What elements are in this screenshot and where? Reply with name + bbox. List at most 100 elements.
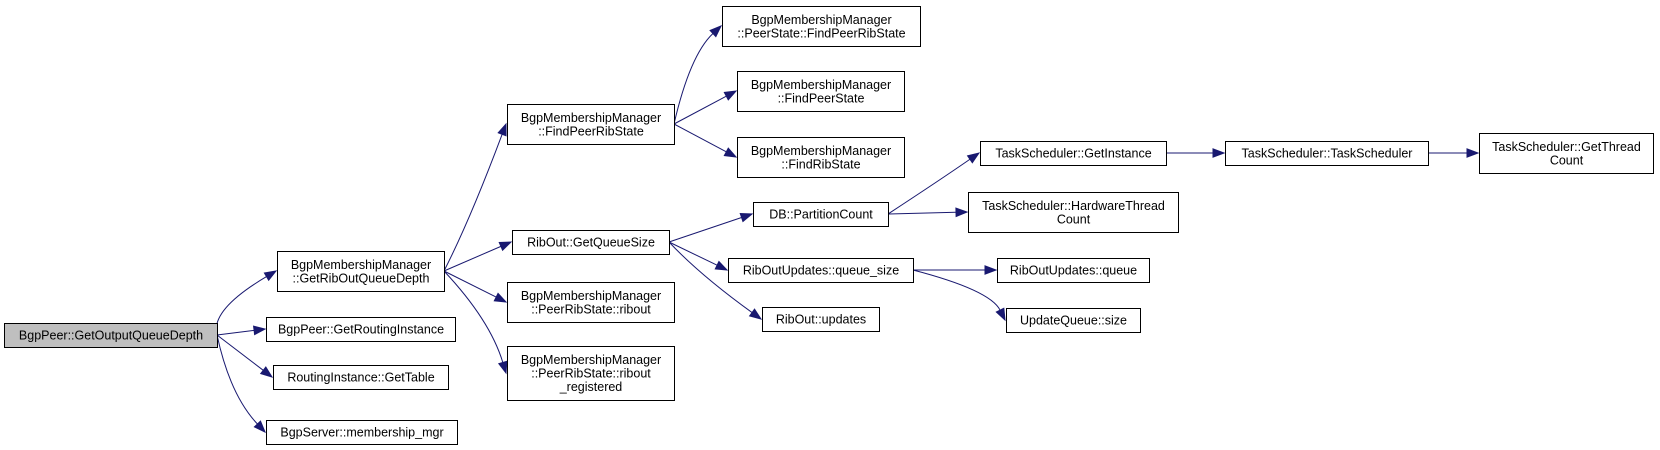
node-peer-state-find-peer-rib-state[interactable]: BgpMembershipManager::PeerState::FindPee… xyxy=(722,6,921,47)
edge-line xyxy=(443,270,497,298)
edge-find-peer-rib-state-to-find-rib-state xyxy=(673,123,738,158)
arrowhead-icon xyxy=(1212,148,1226,158)
node-get-rib-out-queue-depth[interactable]: BgpMembershipManager::GetRibOutQueueDept… xyxy=(277,251,445,292)
arrowhead-icon xyxy=(995,307,1006,322)
arrowhead-icon xyxy=(498,241,513,252)
node-label: BgpPeer::GetOutputQueueDepth xyxy=(19,329,203,343)
node-membership-mgr[interactable]: BgpServer::membership_mgr xyxy=(266,420,458,445)
edge-line xyxy=(673,33,714,125)
node-label: ::PeerRibState::ribout xyxy=(531,367,651,381)
edge-get-rib-out-queue-depth-to-get-queue-size xyxy=(443,241,513,272)
arrowhead-icon xyxy=(966,152,981,164)
edge-line xyxy=(673,123,727,153)
node-label: TaskScheduler::HardwareThread xyxy=(982,199,1165,213)
node-box xyxy=(737,71,905,112)
function-nodes: BgpPeer::GetOutputQueueDepthBgpMembershi… xyxy=(4,6,1654,445)
node-box xyxy=(762,307,880,332)
edge-line xyxy=(215,276,267,336)
edge-line xyxy=(443,245,502,272)
node-label: ::FindPeerRibState xyxy=(538,124,644,138)
node-label: RibOutUpdates::queue_size xyxy=(743,264,899,278)
node-label: BgpMembershipManager xyxy=(521,353,661,367)
edge-get-instance-to-task-scheduler-ctor xyxy=(1166,148,1226,158)
node-label: Count xyxy=(1057,212,1091,226)
node-label: UpdateQueue::size xyxy=(1020,314,1127,328)
call-edges xyxy=(215,25,1480,434)
arrowhead-icon xyxy=(984,265,998,275)
node-get-routing-instance[interactable]: BgpPeer::GetRoutingInstance xyxy=(266,317,456,342)
arrowhead-icon xyxy=(259,366,274,378)
arrowhead-icon xyxy=(723,90,738,101)
node-box xyxy=(980,141,1167,166)
node-get-table[interactable]: RoutingInstance::GetTable xyxy=(273,365,449,390)
node-label: BgpMembershipManager xyxy=(751,78,891,92)
node-label: RibOut::updates xyxy=(776,313,866,327)
node-get-queue-size[interactable]: RibOut::GetQueueSize xyxy=(512,230,670,255)
node-box xyxy=(722,6,921,47)
node-root[interactable]: BgpPeer::GetOutputQueueDepth xyxy=(4,323,218,348)
edge-get-rib-out-queue-depth-to-find-peer-rib-state xyxy=(443,122,507,272)
node-box xyxy=(1006,308,1141,333)
node-get-instance[interactable]: TaskScheduler::GetInstance xyxy=(980,141,1167,166)
edge-get-rib-out-queue-depth-to-peer-rib-state-ribout-registered xyxy=(443,270,508,375)
edge-get-rib-out-queue-depth-to-peer-rib-state-ribout xyxy=(443,270,508,303)
edge-line xyxy=(216,329,255,336)
node-box xyxy=(753,202,889,227)
node-peer-rib-state-ribout-registered[interactable]: BgpMembershipManager::PeerRibState::ribo… xyxy=(507,346,675,401)
node-label: BgpMembershipManager xyxy=(291,258,431,272)
edge-line xyxy=(668,217,742,243)
arrowhead-icon xyxy=(709,25,723,38)
node-label: ::PeerRibState::ribout xyxy=(531,302,651,316)
node-box xyxy=(4,323,218,348)
edge-queue-size-to-rib-out-updates-queue xyxy=(913,265,998,275)
edge-line xyxy=(887,211,957,215)
node-update-queue-size[interactable]: UpdateQueue::size xyxy=(1006,308,1141,333)
node-box xyxy=(273,365,449,390)
node-peer-rib-state-ribout[interactable]: BgpMembershipManager::PeerRibState::ribo… xyxy=(507,282,675,323)
node-label: BgpMembershipManager xyxy=(521,111,661,125)
node-partition-count[interactable]: DB::PartitionCount xyxy=(753,202,889,227)
arrowhead-icon xyxy=(493,292,508,303)
node-label: BgpPeer::GetRoutingInstance xyxy=(278,323,444,337)
node-find-peer-state[interactable]: BgpMembershipManager::FindPeerState xyxy=(737,71,905,112)
node-rib-out-updates-queue[interactable]: RibOutUpdates::queue xyxy=(997,258,1150,283)
arrowhead-icon xyxy=(497,360,508,375)
node-label: ::FindRibState xyxy=(781,157,860,171)
node-box xyxy=(1479,133,1654,174)
edge-find-peer-rib-state-to-find-peer-state xyxy=(673,90,738,125)
node-queue-size[interactable]: RibOutUpdates::queue_size xyxy=(728,258,914,283)
node-label: BgpMembershipManager xyxy=(521,289,661,303)
node-box xyxy=(997,258,1150,283)
node-label: DB::PartitionCount xyxy=(769,208,873,222)
node-box xyxy=(1225,141,1429,166)
node-find-rib-state[interactable]: BgpMembershipManager::FindRibState xyxy=(737,137,905,178)
edge-line xyxy=(443,134,503,272)
edge-line xyxy=(887,158,971,215)
edge-partition-count-to-get-instance xyxy=(887,152,981,215)
edge-partition-count-to-hardware-thread-count xyxy=(887,207,969,218)
node-updates[interactable]: RibOut::updates xyxy=(762,307,880,332)
node-task-scheduler-ctor[interactable]: TaskScheduler::TaskScheduler xyxy=(1225,141,1429,166)
arrowhead-icon xyxy=(723,147,738,158)
node-label: TaskScheduler::GetInstance xyxy=(995,147,1151,161)
edge-task-scheduler-ctor-to-get-thread-count xyxy=(1428,148,1480,158)
edge-root-to-membership-mgr xyxy=(216,334,266,434)
edge-get-queue-size-to-partition-count xyxy=(668,213,754,243)
node-box xyxy=(507,104,675,145)
node-box xyxy=(512,230,670,255)
node-find-peer-rib-state[interactable]: BgpMembershipManager::FindPeerRibState xyxy=(507,104,675,145)
edge-get-queue-size-to-updates xyxy=(668,241,763,320)
node-box xyxy=(266,317,456,342)
edge-line xyxy=(216,334,264,371)
edge-queue-size-to-update-queue-size xyxy=(912,269,1006,322)
node-label: Count xyxy=(1550,153,1584,167)
node-label: BgpMembershipManager xyxy=(751,144,891,158)
node-label: TaskScheduler::GetThread xyxy=(1492,140,1641,154)
node-label: ::FindPeerState xyxy=(778,91,865,105)
edge-line xyxy=(668,241,718,266)
edge-root-to-get-table xyxy=(216,334,274,378)
arrowhead-icon xyxy=(497,122,507,137)
